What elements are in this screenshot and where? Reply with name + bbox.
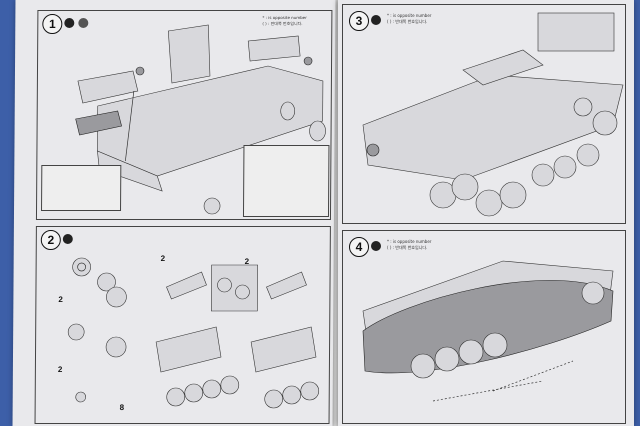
step-4-track-drawing xyxy=(362,260,614,402)
cement-icon xyxy=(371,241,381,251)
step-3-note-ko: ( ) : 반대쪽 번호입니다. xyxy=(387,19,428,24)
manual-right-page: 3 * : is opposite number ( ) : 반대쪽 번호입니다… xyxy=(338,0,634,426)
step-2-wheels-drawing xyxy=(67,257,320,409)
step-3-note-en: * : is opposite number xyxy=(387,13,432,18)
cement-icon xyxy=(371,15,381,25)
step-4-note-en: * : is opposite number xyxy=(387,239,432,244)
step-3-panel: 3 * : is opposite number ( ) : 반대쪽 번호입니다… xyxy=(342,4,626,224)
step-4-panel: 4 * : is opposite number ( ) : 반대쪽 번호입니다… xyxy=(342,230,626,424)
step-3-suspension-drawing xyxy=(362,12,624,217)
step-1-inset-right xyxy=(242,145,330,217)
step-3-number: 3 xyxy=(349,11,369,31)
step-1-panel: 1 * : is opposite number ( ) : 반대쪽 번호입니다… xyxy=(35,10,333,220)
step-4-number: 4 xyxy=(349,237,369,257)
step-4-note-ko: ( ) : 반대쪽 번호입니다. xyxy=(387,245,428,250)
step-1-hull-drawing xyxy=(75,24,326,215)
step-2-panel: 2 2 2 2 8 16 2 xyxy=(34,226,331,424)
page-gutter xyxy=(330,0,340,426)
step-1-inset-left xyxy=(41,165,122,211)
manual-left-page: 1 * : is opposite number ( ) : 반대쪽 번호입니다… xyxy=(12,0,336,426)
